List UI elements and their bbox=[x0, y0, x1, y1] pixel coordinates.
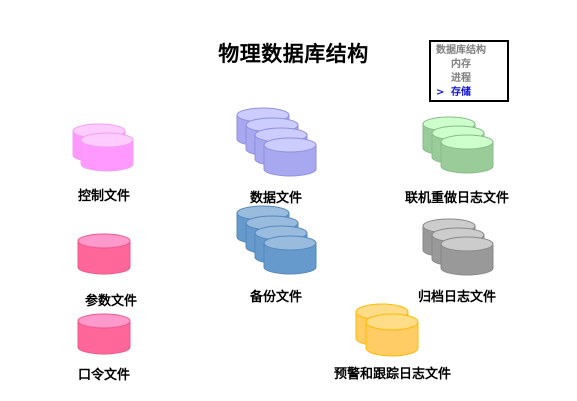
cylinder-stack-data-files bbox=[236, 107, 317, 177]
cylinder-stack-parameter-file bbox=[77, 233, 131, 275]
nav-active-marker: > bbox=[436, 87, 445, 98]
cylinder-stack-archive-log-files bbox=[422, 218, 494, 276]
label-password-file: 口令文件 bbox=[77, 368, 130, 383]
cylinder-stack-alert-trace-log-files bbox=[355, 303, 419, 357]
cylinder-icon bbox=[440, 236, 494, 276]
cylinder-stack-control-files bbox=[72, 123, 134, 172]
page-title: 物理数据库结构 bbox=[218, 42, 369, 66]
cylinder-icon bbox=[77, 233, 131, 275]
cylinder-icon bbox=[263, 137, 317, 177]
cylinder-stack-online-redo-log-files bbox=[422, 116, 494, 174]
label-online-redo-log-files: 联机重做日志文件 bbox=[404, 191, 509, 206]
nav-box: 数据库结构 内存 进程 > 存储 bbox=[429, 40, 509, 102]
label-archive-log-files: 归档日志文件 bbox=[417, 290, 496, 305]
cylinder-icon bbox=[365, 313, 419, 357]
label-control-files: 控制文件 bbox=[77, 189, 130, 204]
cylinder-icon bbox=[80, 132, 134, 172]
label-backup-files: 备份文件 bbox=[249, 290, 302, 305]
cylinder-stack-backup-files bbox=[236, 205, 317, 275]
cylinder-icon bbox=[263, 235, 317, 275]
nav-item-process[interactable]: 进程 bbox=[451, 73, 471, 84]
label-parameter-file: 参数文件 bbox=[84, 294, 137, 309]
nav-item-memory[interactable]: 内存 bbox=[451, 59, 471, 70]
cylinder-stack-password-file bbox=[77, 313, 131, 355]
nav-item-storage-label: 存储 bbox=[451, 87, 471, 98]
label-data-files: 数据文件 bbox=[249, 191, 302, 206]
nav-item-database-structure[interactable]: 数据库结构 bbox=[436, 45, 486, 56]
label-alert-trace-log-files: 预警和跟踪日志文件 bbox=[333, 367, 451, 382]
nav-item-storage[interactable]: > 存储 bbox=[436, 86, 507, 100]
cylinder-icon bbox=[77, 313, 131, 355]
cylinder-icon bbox=[440, 134, 494, 174]
